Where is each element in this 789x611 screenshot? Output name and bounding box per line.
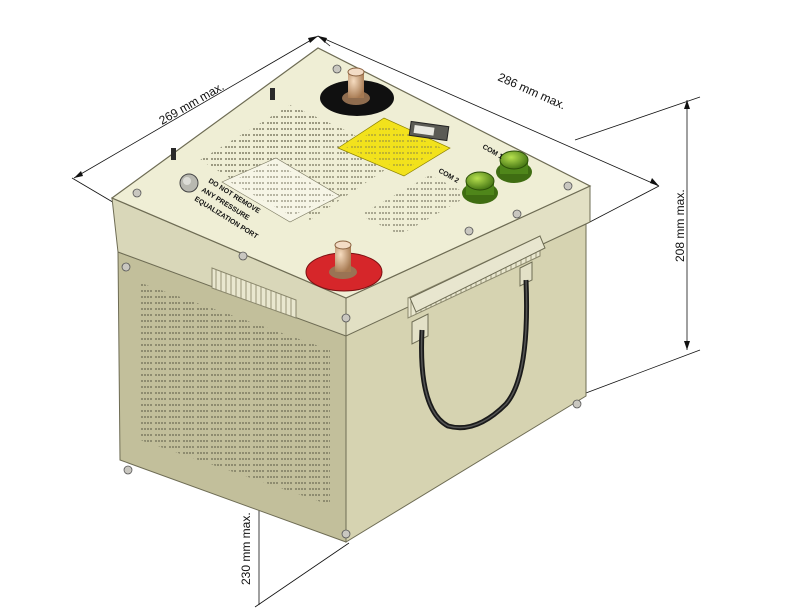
screw-icon bbox=[121, 64, 582, 539]
equalization-port-icon bbox=[179, 173, 199, 193]
dimension-arrow-icon bbox=[74, 36, 690, 350]
dim-front-height-label: 230 mm max. bbox=[239, 512, 253, 585]
battery-body bbox=[110, 47, 592, 543]
com1-connector-icon bbox=[496, 150, 532, 183]
side-latch-icon bbox=[171, 88, 275, 160]
positive-terminal-icon bbox=[305, 240, 383, 292]
com2-connector-icon bbox=[462, 171, 498, 204]
negative-terminal-icon bbox=[320, 67, 394, 116]
vent-panel bbox=[211, 267, 297, 319]
handle-icon bbox=[409, 235, 546, 431]
dim-height-label: 208 mm max. bbox=[673, 189, 687, 262]
dim-depth-label: 286 mm max. bbox=[496, 70, 568, 112]
dim-width-label: 269 mm max. bbox=[157, 79, 227, 127]
